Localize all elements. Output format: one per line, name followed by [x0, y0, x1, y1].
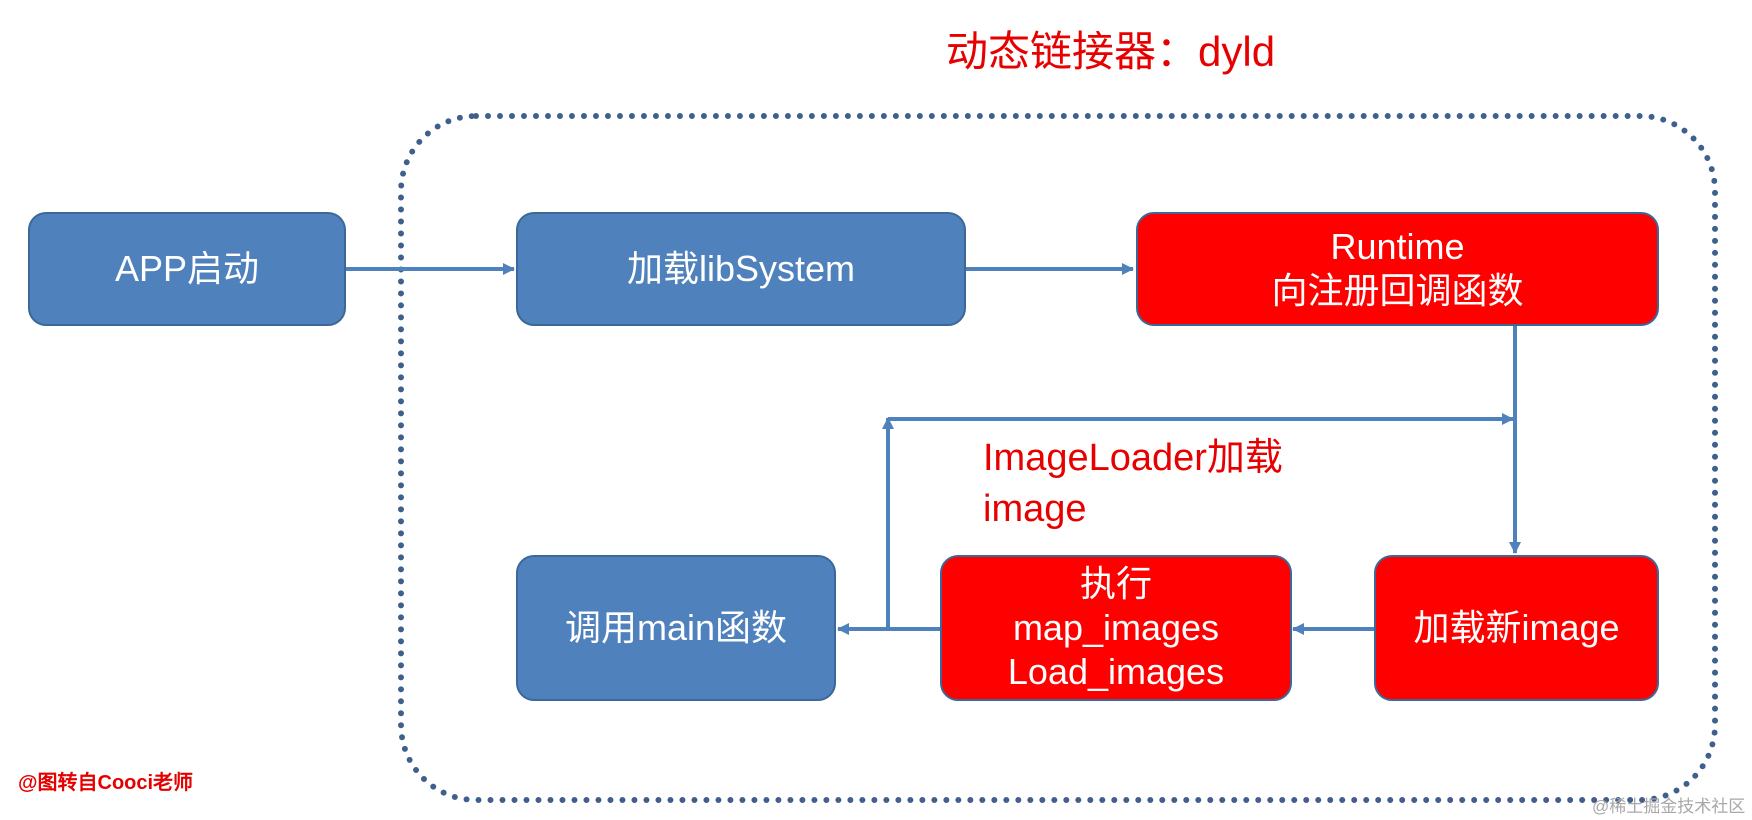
node-runtime: Runtime 向注册回调函数 [1136, 212, 1659, 326]
annotation-line2: image [983, 488, 1087, 531]
credit-text: @图转自Cooci老师 [18, 772, 194, 794]
node-execute-line3: Load_images [1007, 650, 1225, 692]
imageloader-annotation: ImageLoader加载 image [983, 433, 1283, 536]
node-runtime-line1: Runtime [1330, 226, 1465, 268]
node-call-main: 调用main函数 [516, 555, 836, 701]
node-app-launch-label: APP启动 [114, 248, 260, 290]
diagram-title: 动态链接器：dyld [946, 28, 1276, 75]
node-load-new-image-label: 加载新image [1413, 607, 1620, 649]
node-execute: 执行 map_images Load_images [940, 555, 1292, 701]
node-execute-line2: map_images [1012, 607, 1220, 649]
annotation-line1: ImageLoader加载 [983, 437, 1283, 479]
node-app-launch: APP启动 [28, 212, 346, 326]
node-call-main-label: 调用main函数 [564, 607, 788, 649]
node-runtime-line2: 向注册回调函数 [1271, 270, 1524, 311]
watermark-text: @稀土掘金技术社区 [1592, 797, 1746, 816]
node-load-new-image: 加载新image [1374, 555, 1659, 701]
dyld-region [398, 113, 1718, 803]
node-load-libsystem-label: 加载libSystem [626, 248, 856, 290]
node-load-libsystem: 加载libSystem [516, 212, 966, 326]
node-execute-line1: 执行 [1079, 563, 1152, 605]
